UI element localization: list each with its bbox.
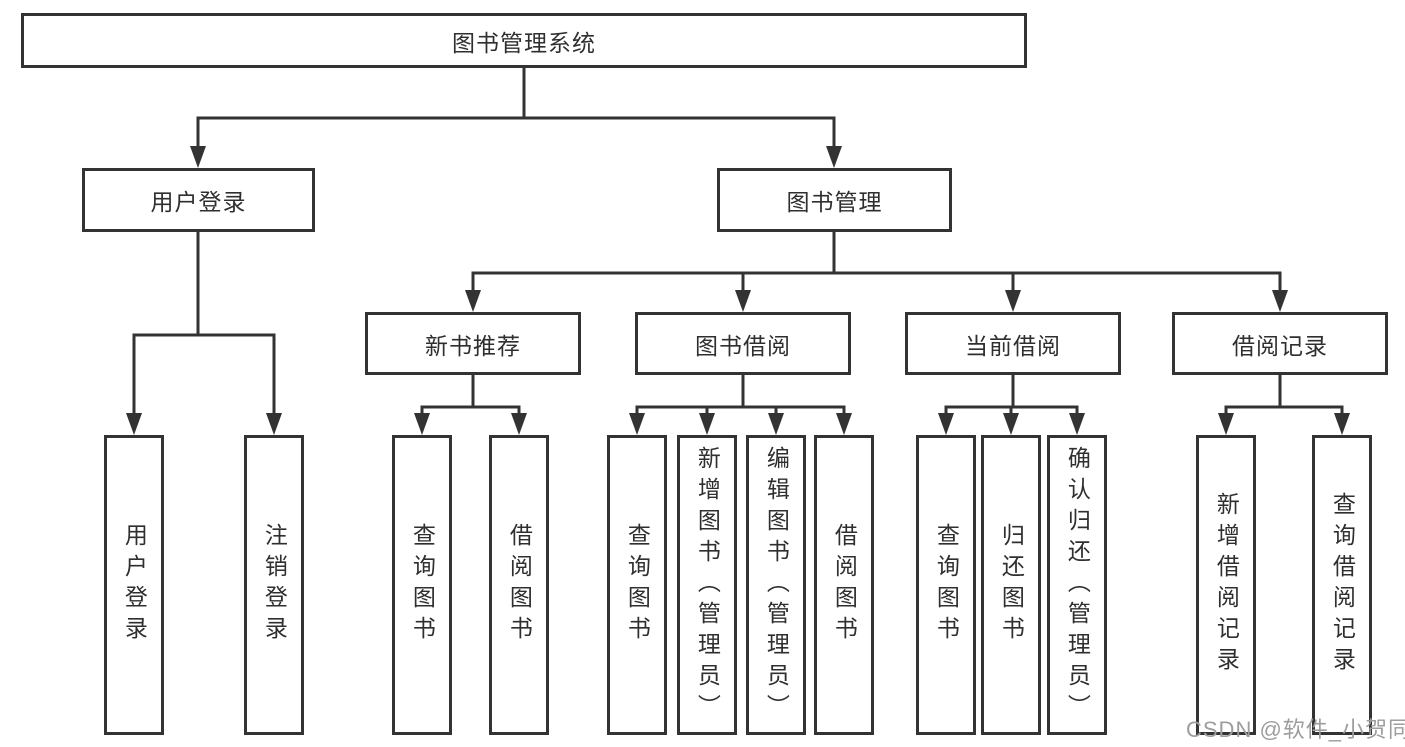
leaf-add-book-admin-label: 新增图书（管理员） [694, 445, 721, 725]
arrow-down-icon [511, 413, 527, 435]
arrow-down-icon [266, 413, 282, 435]
arrow-down-icon [1003, 413, 1019, 435]
leaf-user-login-label: 用户登录 [121, 523, 148, 647]
leaf-recommend-query-book-label: 查询图书 [409, 523, 436, 647]
connector-book-management-children [465, 230, 1288, 312]
node-current-borrow-label: 当前借阅 [965, 332, 1061, 359]
arrow-down-icon [768, 413, 784, 435]
arrow-down-icon [126, 413, 142, 435]
leaf-user-login: 用户登录 [104, 435, 164, 735]
leaf-current-query-book-label: 查询图书 [933, 523, 960, 647]
node-new-book-recommend-label: 新书推荐 [425, 332, 521, 359]
leaf-add-borrow-record-label: 新增借阅记录 [1213, 492, 1240, 678]
arrow-down-icon [465, 290, 481, 312]
arrow-down-icon [1005, 290, 1021, 312]
arrow-down-icon [1218, 413, 1234, 435]
arrow-down-icon [699, 413, 715, 435]
leaf-borrow-borrow-book: 借阅图书 [814, 435, 874, 735]
leaf-logout-label: 注销登录 [261, 523, 288, 647]
connector-user-login-children [126, 230, 282, 435]
arrow-down-icon [190, 146, 206, 168]
leaf-borrow-borrow-book-label: 借阅图书 [831, 523, 858, 647]
node-book-management-label: 图书管理 [786, 189, 883, 215]
node-book-borrow: 图书借阅 [635, 312, 851, 375]
node-borrow-records: 借阅记录 [1172, 312, 1388, 375]
leaf-add-borrow-record: 新增借阅记录 [1196, 435, 1256, 735]
arrow-down-icon [629, 413, 645, 435]
leaf-add-book-admin: 新增图书（管理员） [677, 435, 737, 735]
arrow-down-icon [1272, 290, 1288, 312]
arrow-down-icon [1069, 413, 1085, 435]
leaf-return-book: 归还图书 [981, 435, 1041, 735]
arrow-down-icon [826, 146, 842, 168]
node-borrow-records-label: 借阅记录 [1232, 332, 1328, 359]
connector-book-borrow-children [629, 373, 852, 435]
arrow-down-icon [1334, 413, 1350, 435]
node-user-login-branch-label: 用户登录 [150, 189, 247, 215]
arrow-down-icon [735, 290, 751, 312]
node-book-borrow-label: 图书借阅 [695, 332, 791, 359]
leaf-current-query-book: 查询图书 [916, 435, 976, 735]
connector-new-book-recommend-children [414, 373, 527, 435]
leaf-borrow-query-book: 查询图书 [607, 435, 667, 735]
leaf-recommend-query-book: 查询图书 [392, 435, 452, 735]
node-book-management: 图书管理 [717, 168, 952, 232]
node-new-book-recommend: 新书推荐 [365, 312, 581, 375]
node-root: 图书管理系统 [21, 13, 1027, 68]
leaf-return-book-label: 归还图书 [998, 523, 1025, 647]
leaf-edit-book-admin: 编辑图书（管理员） [746, 435, 806, 735]
arrow-down-icon [414, 413, 430, 435]
arrow-down-icon [836, 413, 852, 435]
leaf-recommend-borrow-book: 借阅图书 [489, 435, 549, 735]
leaf-query-borrow-record: 查询借阅记录 [1312, 435, 1372, 735]
node-current-borrow: 当前借阅 [905, 312, 1121, 375]
leaf-edit-book-admin-label: 编辑图书（管理员） [763, 445, 790, 725]
leaf-confirm-return-admin-label: 确认归还（管理员） [1064, 445, 1091, 725]
csdn-watermark: CSDN @软件_小贺同学 [1186, 717, 1405, 742]
arrow-down-icon [938, 413, 954, 435]
connector-root-to-level2 [190, 66, 842, 168]
connector-borrow-records-children [1218, 373, 1350, 435]
node-root-label: 图书管理系统 [452, 29, 596, 56]
connector-current-borrow-children [938, 373, 1085, 435]
leaf-query-borrow-record-label: 查询借阅记录 [1329, 492, 1356, 678]
leaf-recommend-borrow-book-label: 借阅图书 [506, 523, 533, 647]
leaf-borrow-query-book-label: 查询图书 [624, 523, 651, 647]
leaf-confirm-return-admin: 确认归还（管理员） [1047, 435, 1107, 735]
leaf-logout: 注销登录 [244, 435, 304, 735]
node-user-login-branch: 用户登录 [82, 168, 315, 232]
